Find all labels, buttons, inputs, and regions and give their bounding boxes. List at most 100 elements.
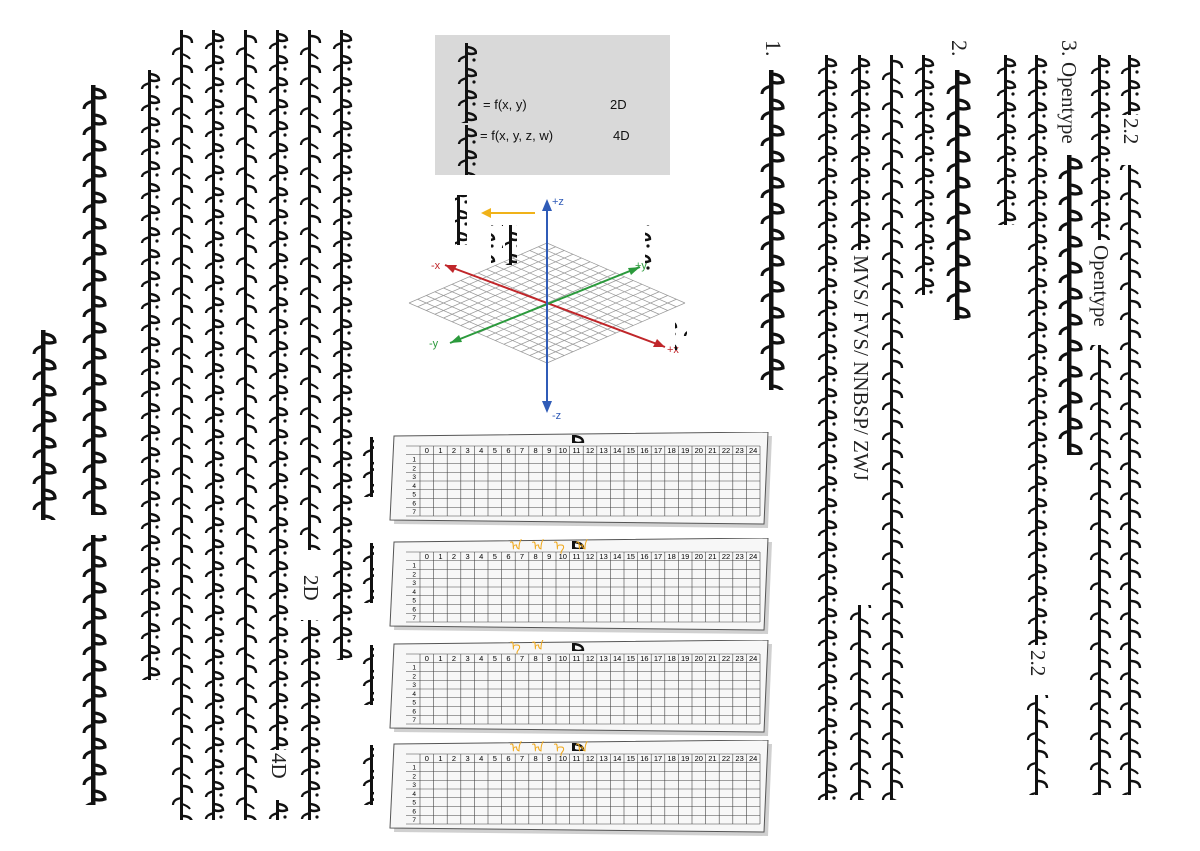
grid-col-label: 23: [735, 654, 743, 663]
lower-column-3: 4D: [266, 30, 292, 820]
grid-col-label: 13: [599, 552, 607, 561]
lower-column-5: [202, 30, 228, 820]
grid-col-label: 10: [559, 654, 567, 663]
grid-col-label: 5: [493, 754, 497, 763]
grid-col-label: 12: [586, 654, 594, 663]
grid-col-label: 13: [599, 446, 607, 455]
list-number: 2.: [947, 40, 972, 57]
grid-col-label: 24: [749, 446, 757, 455]
text-column-1: 2.2: [1118, 55, 1144, 800]
formula-4d-expr: = f(x, y, z, w): [480, 128, 554, 143]
grid-col-label: 8: [534, 552, 538, 561]
mongolian-script-glyphs: [1056, 155, 1084, 455]
grid-col-label: 4: [479, 552, 483, 561]
grid-col-label: 6: [506, 754, 510, 763]
sheet-title: [560, 541, 590, 549]
grid-col-label: 0: [425, 754, 429, 763]
grid-col-label: 21: [708, 446, 716, 455]
grid-row-label: 6: [412, 500, 416, 507]
annotation-glyph: ᠡ: [510, 640, 521, 654]
grid-col-label: 14: [613, 654, 621, 663]
grid-col-label: 20: [695, 552, 703, 561]
annotation-glyph: ᠠ: [532, 539, 544, 554]
mongolian-script-glyphs: [944, 70, 974, 320]
y-axis-arrow: [450, 335, 462, 343]
grid-col-label: 22: [722, 654, 730, 663]
grid-col-label: 19: [681, 552, 689, 561]
label-minus-x: -x: [431, 260, 441, 272]
annotation-glyph: ᠡ: [554, 539, 565, 554]
mongolian-script-glyphs: [880, 55, 906, 800]
grid-col-label: 24: [749, 654, 757, 663]
sheet-side-label: [360, 645, 374, 705]
mongolian-script-glyphs: [80, 85, 110, 805]
grid-col-label: 14: [613, 446, 621, 455]
grid-row-label: 6: [412, 606, 416, 613]
y-axis-line: [449, 266, 641, 344]
grid-col-label: 24: [749, 754, 757, 763]
formula-box: = f(x, y) 2D = f(x, y, z, w): [435, 35, 670, 175]
mongolian-script-glyphs: [1088, 55, 1114, 795]
grid-col-label: 16: [640, 654, 648, 663]
grid-col-label: 5: [493, 446, 497, 455]
mongolian-label: [455, 125, 477, 175]
mongolian-script-glyphs: [234, 30, 260, 820]
grid-col-label: 2: [452, 552, 456, 561]
grid-col-label: 17: [654, 754, 662, 763]
z-axis-arrow: [542, 401, 552, 413]
mongolian-label: [455, 43, 477, 123]
grid-row-label: 7: [412, 817, 416, 824]
grid-col-label: 10: [559, 754, 567, 763]
grid-row-label: 5: [412, 800, 416, 807]
grid-row-label: 7: [412, 509, 416, 516]
formula-2d-label: 2D: [610, 97, 627, 112]
grid-row-label: 4: [412, 691, 416, 698]
sheet-title: [560, 743, 590, 751]
mongolian-script-glyphs: [138, 70, 164, 680]
mongolian-script-glyphs: [298, 30, 324, 820]
grid-row-label: 7: [412, 615, 416, 622]
grid-row-label: 6: [412, 708, 416, 715]
grid-col-label: 3: [466, 552, 470, 561]
w-axis-arrow: [481, 208, 491, 218]
grid-col-label: 21: [708, 654, 716, 663]
mongolian-script-glyphs: [30, 330, 60, 520]
grid-col-label: 6: [506, 654, 510, 663]
caption-column-2: [30, 330, 60, 520]
mongolian-script-glyphs: [758, 70, 788, 390]
grid-col-label: 8: [534, 654, 538, 663]
x-axis-arrow: [653, 339, 665, 347]
latin-run: 2.2: [1119, 118, 1143, 145]
grid-col-label: 10: [559, 446, 567, 455]
text-column-3: 3. Opentype: [1056, 40, 1084, 460]
grid-col-label: 22: [722, 446, 730, 455]
grid-col-label: 11: [573, 552, 581, 561]
mongolian-script-glyphs: [170, 30, 196, 820]
grid-col-label: 15: [627, 654, 635, 663]
mongolian-script-glyphs: [1118, 55, 1144, 795]
grid-col-label: 0: [425, 446, 429, 455]
grid-row-label: 5: [412, 598, 416, 605]
grid-row-label: 6: [412, 808, 416, 815]
grid-col-label: 17: [654, 552, 662, 561]
grid-col-label: 1: [438, 754, 442, 763]
grid-col-label: 7: [520, 754, 524, 763]
grid-row-label: 4: [412, 589, 416, 596]
latin-run: 2D: [299, 575, 323, 601]
text-column-11: 1.: [758, 40, 788, 400]
grid-col-label: 5: [493, 654, 497, 663]
grid-col-label: 2: [452, 446, 456, 455]
grid-row-label: 2: [412, 465, 416, 472]
grid-col-label: 9: [547, 446, 551, 455]
text-column-8: [880, 55, 906, 800]
grid-col-label: 5: [493, 552, 497, 561]
sheet-side-label: [360, 437, 374, 497]
mongolian-script-glyphs: [848, 55, 874, 800]
grid-col-label: 16: [640, 446, 648, 455]
grid-col-label: 4: [479, 754, 483, 763]
grid-col-label: 7: [520, 552, 524, 561]
text-column-2: Opentype: [1088, 55, 1114, 800]
grid-col-label: 1: [438, 552, 442, 561]
